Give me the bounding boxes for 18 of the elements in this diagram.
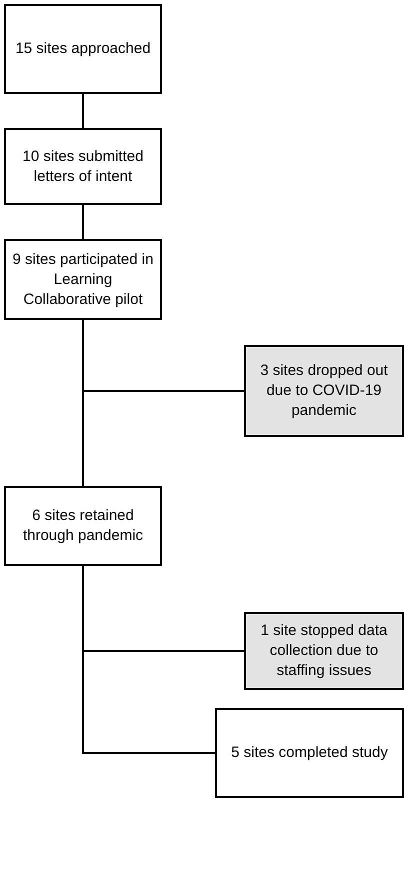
box-text: 5 sites completed study bbox=[231, 743, 388, 763]
box-text: 6 sites retained through pandemic bbox=[22, 506, 144, 546]
box-text: 9 sites participated in Learning Collaborative pilot bbox=[12, 250, 154, 310]
process-box bbox=[215, 708, 404, 798]
process-box bbox=[4, 128, 162, 205]
box-text: 3 sites dropped out due to COVID-19 pandemic bbox=[259, 361, 389, 421]
box-text: 15 sites approached bbox=[15, 39, 151, 59]
process-box bbox=[4, 239, 162, 320]
box-text: 10 sites submitted letters of intent bbox=[22, 146, 144, 186]
connector-line bbox=[82, 94, 84, 128]
process-box bbox=[4, 4, 162, 94]
box-text: 1 site stopped data collection due to staffing issues bbox=[260, 621, 388, 681]
connector-line bbox=[82, 566, 215, 754]
exclusion-box bbox=[244, 612, 404, 690]
process-box bbox=[4, 486, 162, 566]
exclusion-box bbox=[244, 345, 404, 437]
connector-line bbox=[82, 205, 84, 239]
connector-line bbox=[82, 320, 244, 392]
